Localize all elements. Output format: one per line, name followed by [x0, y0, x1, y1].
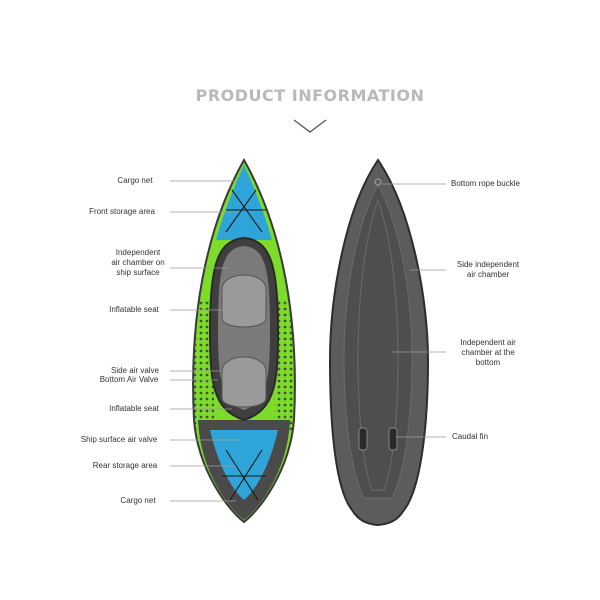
label-caudal-fin: Caudal fin: [452, 432, 489, 441]
label-cargo-net-front: Cargo net: [117, 176, 153, 185]
label-independent-air-chamber-ship-surface: Independent air chamber on ship surface: [111, 248, 165, 277]
label-side-independent-air-chamber: Side independent air chamber: [456, 260, 520, 279]
kayak-top-view: [192, 157, 296, 524]
label-bottom-rope-buckle: Bottom rope buckle: [451, 179, 520, 188]
label-rear-storage-area: Rear storage area: [92, 461, 158, 470]
label-inflatable-seat-rear: Inflatable seat: [109, 404, 159, 413]
page-title: PRODUCT INFORMATION: [195, 86, 425, 105]
label-ship-surface-air-valve: Ship surface air valve: [80, 435, 158, 444]
chevron-down-icon: [293, 119, 327, 133]
label-front-storage-area: Front storage area: [89, 207, 155, 216]
kayak-bottom-view: [328, 158, 430, 527]
leader-lines: [170, 180, 446, 502]
label-independent-air-chamber-bottom: Independent air chamber at the bottom: [460, 338, 516, 367]
label-inflatable-seat-front: Inflatable seat: [109, 305, 159, 314]
label-bottom-air-valve: Bottom Air Valve: [99, 375, 159, 384]
label-side-air-valve: Side air valve: [110, 366, 160, 375]
label-cargo-net-rear: Cargo net: [120, 496, 156, 505]
